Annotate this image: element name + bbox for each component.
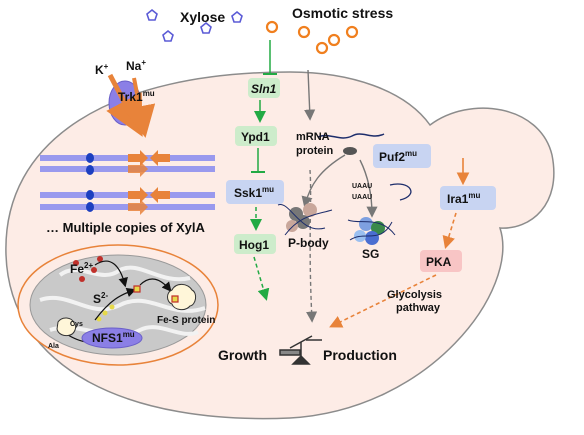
xylose-label: Xylose <box>180 9 225 25</box>
puf2-label: Puf2 <box>379 150 405 164</box>
ira1-label: Ira1 <box>447 192 469 206</box>
osmotic-circle-icon <box>315 41 329 55</box>
osmotic-arrows <box>301 69 378 323</box>
fe-label: Fe <box>70 262 84 276</box>
uaau-label-2: UAAU <box>352 194 372 201</box>
k-ion-label: K <box>95 63 104 77</box>
pka-box: PKA <box>420 250 462 272</box>
ssk1-label: Ssk1 <box>234 186 262 200</box>
ira1-box: Ira1mu <box>440 186 496 210</box>
xylose-pentagon-icon <box>146 8 158 21</box>
ypd1-label: Ypd1 <box>241 130 270 144</box>
protein-label: protein <box>296 145 334 157</box>
sln1-label: Sln1 <box>251 82 277 96</box>
growth-label: Growth <box>218 347 267 363</box>
p-body <box>277 203 333 236</box>
osmotic-circle-icon <box>297 25 311 39</box>
glycolysis-label: Glycolysis <box>387 289 442 301</box>
osmotic-stress-icons <box>265 20 359 55</box>
svg-text:Ssk1mu: Ssk1mu <box>234 185 274 200</box>
mitochondrion <box>17 244 219 366</box>
svg-text:Trk1mu: Trk1mu <box>118 89 155 104</box>
xylose-icons <box>146 8 243 42</box>
balance-scale-icon <box>279 335 322 365</box>
xyla-caption: … Multiple copies of XylA <box>46 220 206 235</box>
svg-text:K+: K+ <box>95 62 109 77</box>
svg-text:Ira1mu: Ira1mu <box>447 191 480 206</box>
osmotic-circle-icon <box>265 20 279 34</box>
stress-granule <box>347 217 396 245</box>
svg-text:NFS1mu: NFS1mu <box>92 330 135 345</box>
sg-label: SG <box>362 247 379 261</box>
production-label: Production <box>323 347 397 363</box>
puf2-box: Puf2mu <box>373 144 431 168</box>
osmotic-circle-icon <box>345 25 359 39</box>
hog1-label: Hog1 <box>239 238 269 252</box>
xyla-copies <box>40 150 215 215</box>
mrna <box>317 133 385 155</box>
fe-s-cluster-icon <box>171 295 179 303</box>
pathway-label: pathway <box>396 302 441 314</box>
hog1-box: Hog1 <box>234 234 276 254</box>
yeast-cell <box>5 71 555 420</box>
trk1-superscript: mu <box>143 89 155 98</box>
na-influx-arrow <box>123 77 156 138</box>
ypd1-box: Ypd1 <box>235 126 277 146</box>
hog-pathway-arrows <box>250 40 277 301</box>
svg-text:Puf2mu: Puf2mu <box>379 149 417 164</box>
na-ion-label: Na <box>126 59 142 73</box>
nfs1-label: NFS1 <box>92 331 123 345</box>
osmotic-stress-label: Osmotic stress <box>292 5 393 21</box>
p-body-label: P-body <box>288 236 329 250</box>
mrna-label: mRNA <box>296 131 330 143</box>
pka-label: PKA <box>426 255 452 269</box>
ssk1-box: Ssk1mu <box>226 180 284 204</box>
puf2-target-mrna <box>389 183 412 201</box>
fes-protein-label: Fe-S protein <box>157 315 215 326</box>
svg-text:Na+: Na+ <box>126 58 146 73</box>
osmotic-circle-icon <box>327 33 341 47</box>
svg-text:S2-: S2- <box>93 291 108 306</box>
sln1-box: Sln1 <box>248 78 280 98</box>
fe-s-cluster-icon <box>133 285 141 293</box>
xylose-pentagon-icon <box>200 21 212 34</box>
pka-pathway-arrows <box>329 158 470 328</box>
trk1-transporter: Trk1mu <box>106 73 156 138</box>
xylose-pentagon-icon <box>231 10 243 23</box>
ala-label: Ala <box>48 343 59 350</box>
svg-text:Fe2+: Fe2+ <box>70 261 93 276</box>
trk1-label: Trk1 <box>118 90 143 104</box>
xylose-pentagon-icon <box>162 29 174 42</box>
cys-label: Cys <box>70 321 83 328</box>
sulfide-label: S <box>93 292 101 306</box>
uaau-label-1: UAAU <box>352 183 372 190</box>
